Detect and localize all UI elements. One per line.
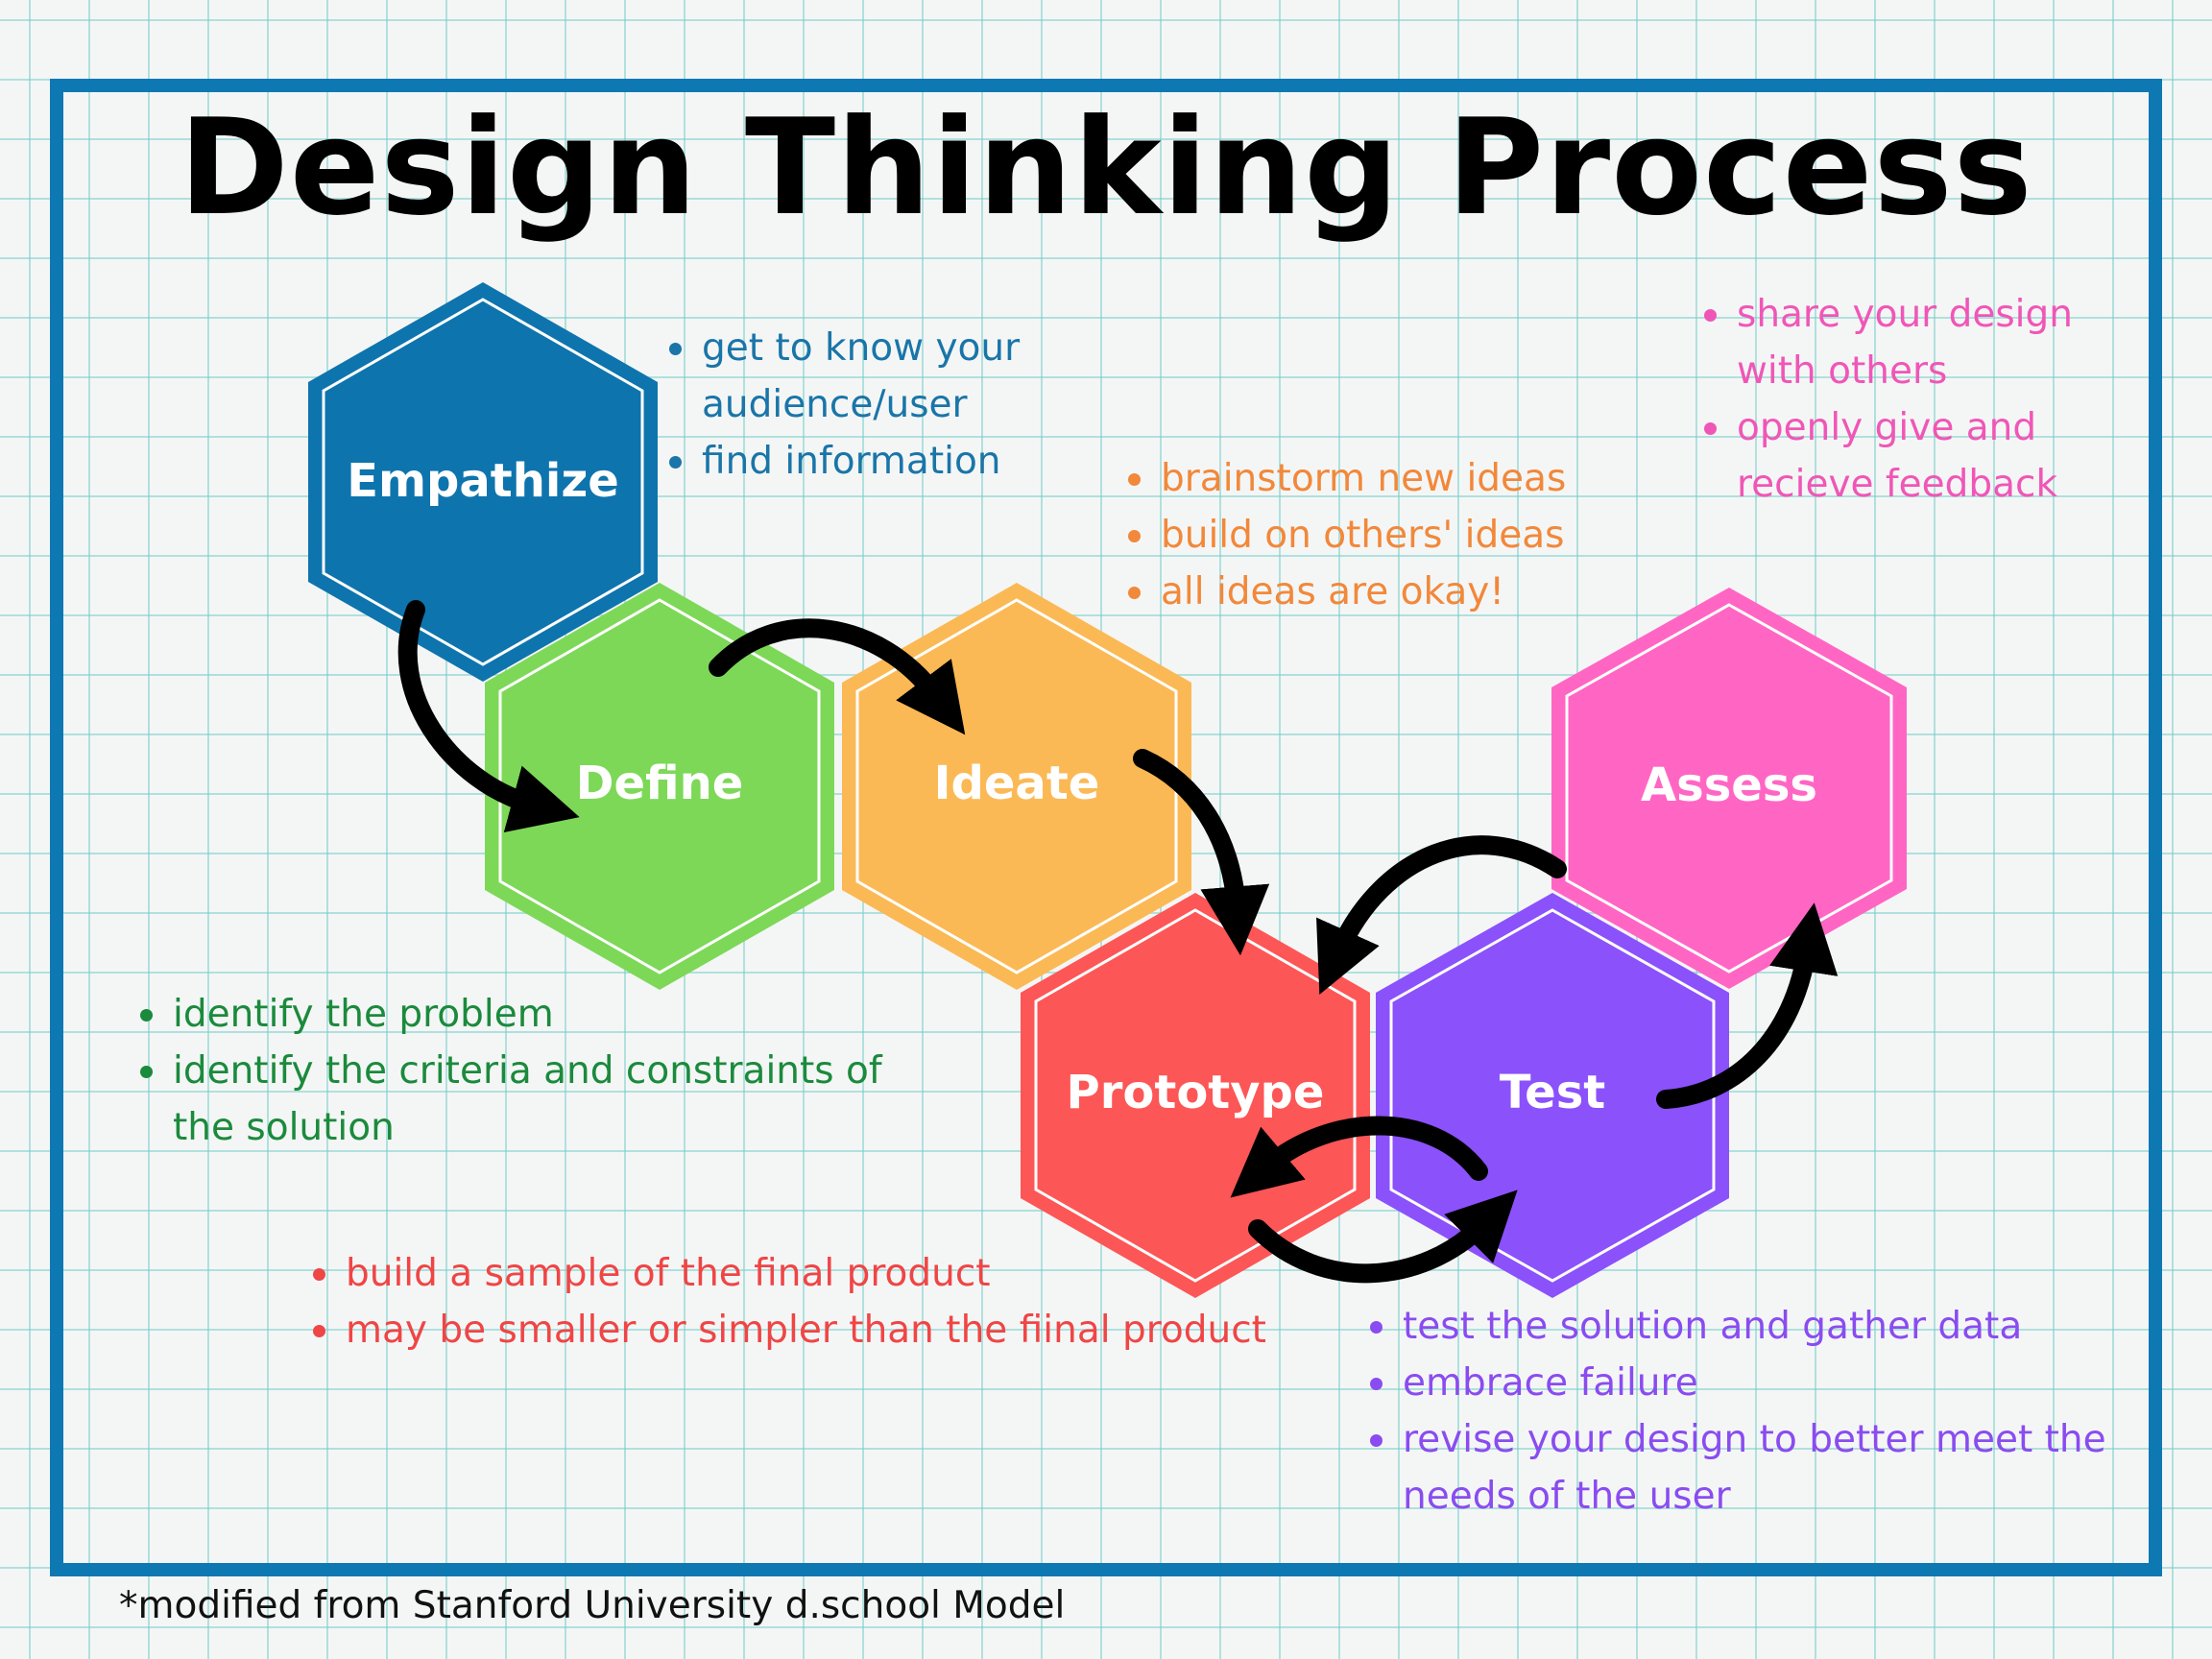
arrow-test-to-prototype	[1230, 1116, 1488, 1198]
arrow-ideate-to-prototype	[1133, 749, 1270, 956]
arrow-assess-to-prototype	[1316, 835, 1567, 995]
hex-empathize: Empathize	[308, 282, 658, 682]
note-item: identify the criteria and constraints of…	[136, 1043, 924, 1156]
note-item: may be smaller or simpler than the fiina…	[309, 1302, 1365, 1358]
hex-define-label: Define	[576, 757, 744, 810]
hex-assess: Assess	[1551, 588, 1907, 989]
hex-ideate-label: Ideate	[934, 757, 1100, 810]
note-item: brainstorm new ideas	[1124, 450, 1623, 507]
note-item: share your design with others	[1700, 286, 2084, 399]
notes-ideate: brainstorm new ideas build on others' id…	[1124, 450, 1623, 620]
arrow-empathize-to-define	[397, 600, 580, 833]
note-item: test the solution and gather data	[1366, 1298, 2134, 1355]
note-item: identify the problem	[136, 986, 924, 1043]
hex-assess-label: Assess	[1641, 758, 1817, 812]
note-item: find information	[665, 433, 1069, 490]
hex-test-label: Test	[1500, 1066, 1605, 1119]
notes-test: test the solution and gather data embrac…	[1366, 1298, 2134, 1525]
note-item: get to know your audience/user	[665, 320, 1069, 433]
note-item: embrace failure	[1366, 1355, 2134, 1411]
notes-prototype: build a sample of the final product may …	[309, 1245, 1365, 1358]
hex-define: Define	[485, 583, 834, 990]
note-item: build a sample of the final product	[309, 1245, 1365, 1302]
hex-empathize-label: Empathize	[347, 454, 619, 508]
border-frame	[50, 79, 2162, 1576]
note-item: all ideas are okay!	[1124, 564, 1623, 620]
note-item: revise your design to better meet the ne…	[1366, 1411, 2134, 1525]
notes-empathize: get to know your audience/user find info…	[665, 320, 1069, 490]
footnote: *modified from Stanford University d.sch…	[119, 1584, 1066, 1627]
note-item: build on others' ideas	[1124, 507, 1623, 564]
arrow-prototype-to-test	[1248, 1190, 1518, 1284]
notes-define: identify the problem identify the criter…	[136, 986, 924, 1156]
flow-arrows	[397, 600, 1839, 1284]
hex-prototype-label: Prototype	[1067, 1066, 1325, 1119]
notes-assess: share your design with others openly giv…	[1700, 286, 2084, 513]
page-title: Design Thinking Process	[179, 90, 2033, 245]
note-item: openly give and recieve feedback	[1700, 399, 2084, 513]
arrow-define-to-ideate	[709, 618, 966, 735]
arrow-test-to-assess	[1656, 902, 1839, 1109]
